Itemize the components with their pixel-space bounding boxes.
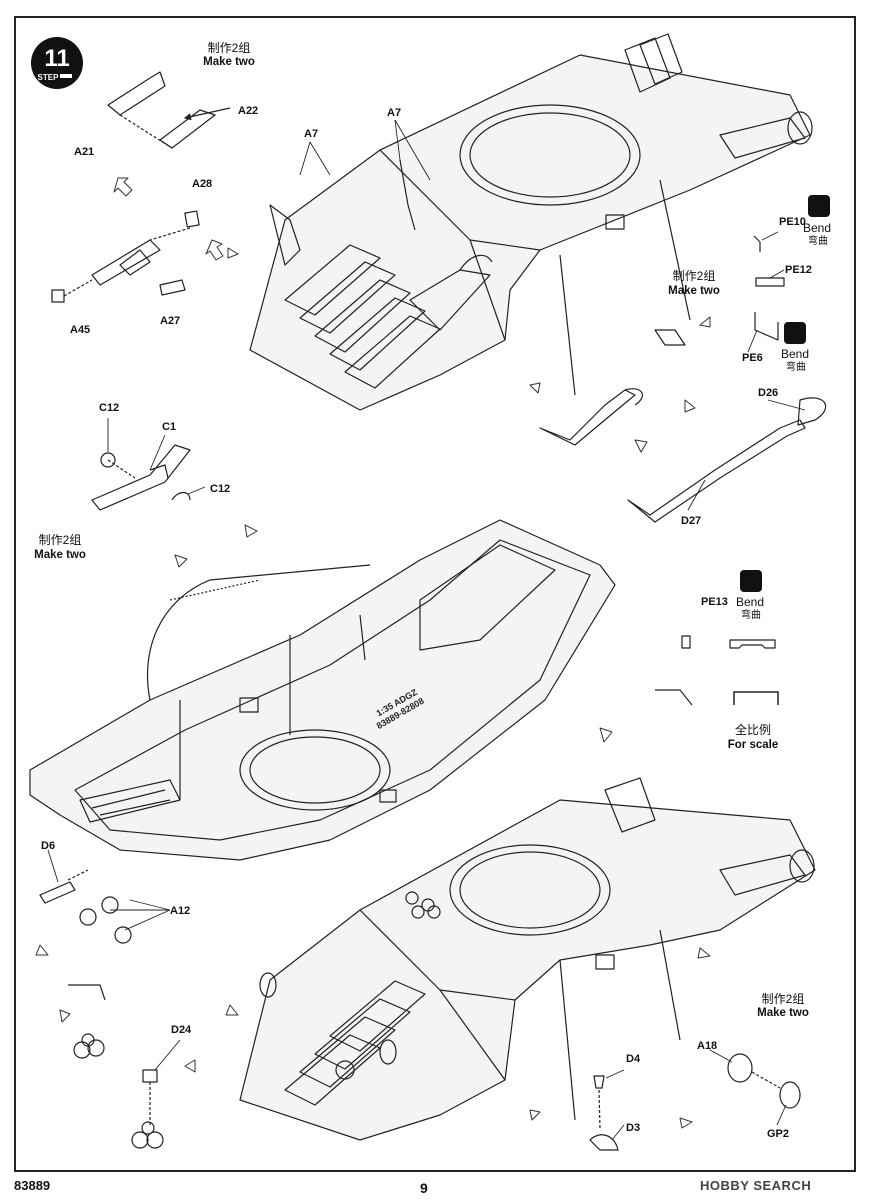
bend-label-en: Bend [781, 347, 810, 361]
part-label-pe10: PE10 [779, 216, 806, 228]
part-label-d27: D27 [681, 515, 702, 527]
part-d6-a12-wheels [39, 869, 132, 1059]
hull-lower-right-view [239, 777, 816, 1141]
step-word: STEP [38, 73, 60, 82]
bend-label-en: Bend [736, 595, 765, 609]
part-d4-d3 [589, 1075, 619, 1151]
part-label-pe6: PE6 [742, 352, 763, 364]
tank-icon [60, 74, 72, 78]
make-two-note-en: Make two [203, 56, 255, 68]
product-code: 83889 [14, 1178, 51, 1193]
leader-lines [47, 119, 806, 1141]
for-scale-cn: 全比例 [734, 723, 772, 737]
part-d24 [131, 1069, 164, 1149]
part-a21-a22 [107, 71, 231, 149]
bend-label-en: Bend [803, 221, 832, 235]
make-two-note-en: Make two [668, 285, 720, 297]
flow-arrows [35, 177, 711, 1129]
bend-icon [808, 195, 830, 217]
make-two-note-en: Make two [34, 549, 86, 561]
part-label-a7: A7 [387, 107, 402, 119]
part-label-a18: A18 [697, 1040, 718, 1052]
page-number: 9 [420, 1180, 428, 1196]
bend-label-cn: 弯曲 [786, 362, 806, 373]
part-label-a27: A27 [160, 315, 181, 327]
bend-icon [784, 322, 806, 344]
part-label-c1: C1 [162, 421, 177, 433]
part-a28-a45-a27 [51, 210, 200, 303]
part-label-d4: D4 [626, 1053, 641, 1065]
part-label-pe13: PE13 [701, 596, 728, 608]
bend-icon [740, 570, 762, 592]
part-label-a12: A12 [170, 905, 191, 917]
part-d26-d27-shovel [627, 397, 827, 523]
part-label-a22: A22 [238, 105, 259, 117]
part-label-pe12: PE12 [785, 264, 812, 276]
part-label-d6: D6 [41, 840, 56, 852]
part-label-a28: A28 [192, 178, 213, 190]
part-label-d26: D26 [758, 387, 779, 399]
part-pe-brackets [654, 235, 785, 706]
step-number: 11 [44, 45, 69, 72]
step-badge: 11 STEP [31, 37, 83, 89]
part-label-gp2: GP2 [767, 1128, 790, 1140]
part-c1-gun [91, 444, 191, 511]
bend-label-cn: 弯曲 [741, 610, 761, 621]
part-label-c12: C12 [210, 483, 231, 495]
watermark: HOBBY SEARCH [700, 1178, 812, 1193]
page-border [14, 16, 856, 1172]
make-two-note-cn: 制作2组 [761, 992, 805, 1006]
part-label-a45: A45 [70, 324, 91, 336]
for-scale-en: For scale [727, 739, 779, 751]
hull-upper-view [249, 33, 813, 411]
part-label-d24: D24 [171, 1024, 192, 1036]
part-label-d3: D3 [626, 1122, 641, 1134]
part-shovel-upper [539, 388, 643, 446]
part-label-c12: C12 [99, 402, 120, 414]
part-a18-gp2 [727, 1053, 801, 1109]
make-two-note-cn: 制作2组 [38, 533, 82, 547]
make-two-note-en: Make two [757, 1007, 809, 1019]
hull-lower-open-view [29, 519, 616, 861]
bend-label-cn: 弯曲 [808, 236, 828, 247]
part-label-a21: A21 [74, 146, 95, 158]
make-two-note-cn: 制作2组 [207, 41, 251, 55]
part-label-a7: A7 [304, 128, 319, 140]
make-two-note-cn: 制作2组 [672, 269, 716, 283]
